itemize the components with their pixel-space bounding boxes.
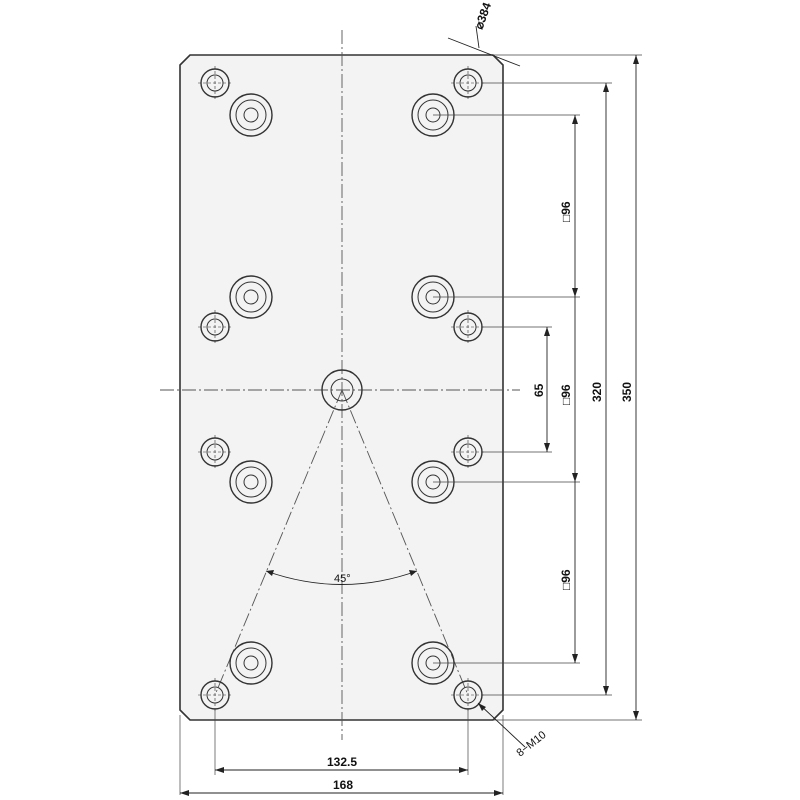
threaded-hole [198, 435, 232, 469]
threaded-hole [451, 310, 485, 344]
square-mid-label: □96 [559, 384, 573, 405]
width-outer-label: 168 [333, 778, 353, 792]
angle-arrow-left [266, 570, 274, 576]
offset-mid-label: 65 [532, 383, 546, 397]
counterbored-hole [229, 460, 273, 504]
angle-arc [265, 570, 418, 585]
counterbored-hole [229, 93, 273, 137]
counterbored-hole [229, 275, 273, 319]
width-inner-label: 132.5 [327, 755, 357, 769]
center-hole-inner [330, 378, 354, 402]
threaded-holes [198, 66, 485, 712]
threaded-hole [198, 678, 232, 712]
center-hole-outer [321, 369, 363, 411]
diameter-tick [475, 25, 480, 49]
square-bottom-label: □96 [559, 569, 573, 590]
radial-line-left [214, 389, 343, 696]
thread-callout-leader [477, 702, 526, 748]
angle-arrow-right [409, 570, 417, 576]
threaded-hole [198, 310, 232, 344]
square-top-label: □96 [559, 201, 573, 222]
diameter-label: ⌀384 [472, 0, 495, 31]
radial-line-right [341, 389, 469, 696]
thread-callout-label: 8−M10 [514, 729, 548, 759]
height-inner-label: 320 [590, 382, 604, 402]
height-outer-label: 350 [620, 382, 634, 402]
plate-outline [179, 54, 504, 721]
counterbored-hole [229, 641, 273, 685]
diameter-leader [447, 37, 521, 67]
threaded-hole [198, 66, 232, 100]
angle-label: 45° [334, 573, 351, 585]
